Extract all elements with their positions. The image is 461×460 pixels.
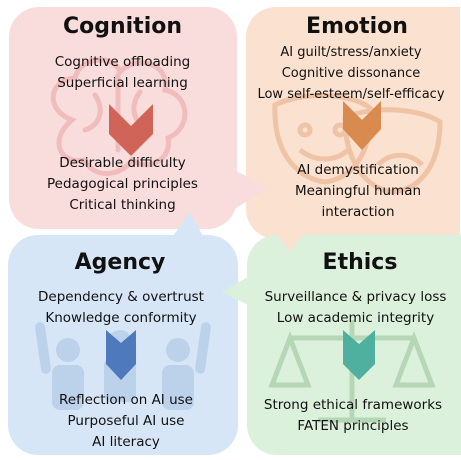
emotion-solutions: AI demystification Meaningful human inte… (268, 160, 448, 223)
cognition-title: Cognition (62, 14, 183, 39)
agency-challenges: Dependency & overtrust Knowledge conform… (26, 287, 216, 329)
cognition-challenge-item: Superficial learning (57, 75, 188, 91)
cognition-solutions: Desirable difficulty Pedagogical princip… (30, 153, 215, 216)
agency-solution-item: AI literacy (92, 434, 160, 450)
ethics-challenge-item: Surveillance & privacy loss (264, 289, 447, 305)
emotion-solution-item: interaction (321, 204, 395, 220)
ethics-challenge-item: Low academic integrity (276, 310, 435, 326)
emotion-challenge-item: Cognitive dissonance (281, 66, 421, 81)
agency-challenge-item: Dependency & overtrust (38, 289, 204, 305)
agency-title: Agency (74, 250, 166, 275)
cognition-challenge-item: Cognitive offloading (54, 54, 191, 70)
emotion-title: Emotion (306, 14, 408, 39)
emotion-solution-item: AI demystification (297, 162, 419, 178)
ethics-solutions: Strong ethical frameworks FATEN principl… (253, 395, 453, 437)
ethics-solution-item: Strong ethical frameworks (263, 397, 443, 413)
ethics-solution-item: FATEN principles (297, 418, 409, 434)
emotion-challenge-item: AI guilt/stress/anxiety (280, 45, 422, 60)
agency-challenge-item: Knowledge conformity (45, 310, 197, 326)
cognition-challenges: Cognitive offloading Superficial learnin… (30, 52, 215, 94)
ethics-title: Ethics (322, 250, 398, 275)
ethics-challenges: Surveillance & privacy loss Low academic… (253, 287, 458, 329)
emotion-solution-item: Meaningful human (294, 183, 422, 199)
emotion-challenge-item: Low self-esteem/self-efficacy (257, 87, 445, 102)
cognition-solution-item: Pedagogical principles (47, 176, 198, 192)
agency-solution-item: Reflection on AI use (59, 392, 193, 408)
agency-solution-item: Purposeful AI use (67, 413, 185, 429)
agency-solutions: Reflection on AI use Purposeful AI use A… (36, 390, 216, 453)
cognition-solution-item: Desirable difficulty (59, 155, 186, 171)
emotion-challenges: AI guilt/stress/anxiety Cognitive disson… (248, 42, 454, 105)
cognition-solution-item: Critical thinking (69, 197, 176, 213)
